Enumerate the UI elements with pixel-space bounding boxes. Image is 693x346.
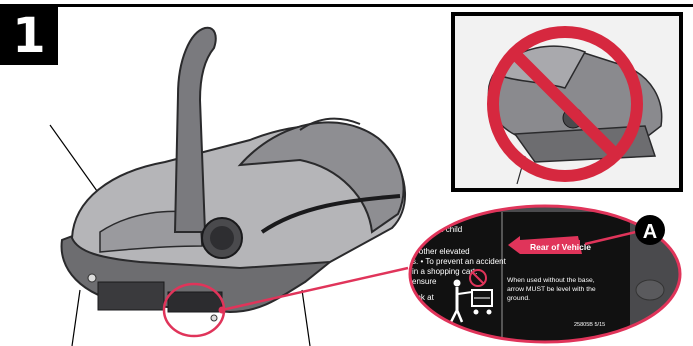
warning-line-2: arrow MUST be level with the — [507, 286, 596, 293]
warning-line-3: ground. — [507, 295, 530, 302]
callout-a-letter: A — [643, 221, 657, 243]
rear-of-vehicle-label: Rear of Vehicle — [530, 242, 591, 252]
base-label-plate — [98, 282, 164, 310]
label-left-text-2: r other elevated — [414, 247, 470, 256]
label-left-text-7: ement. — [416, 317, 440, 326]
incorrect-usage-inset — [451, 12, 683, 192]
label-left-text-3: s. • To prevent an accident — [412, 257, 507, 266]
seat-leg-left — [72, 290, 80, 346]
handle-pointer-line — [50, 125, 102, 198]
base-label-small — [168, 292, 222, 312]
label-left-text-4: in a shopping cart. — [412, 267, 477, 276]
car-seat — [62, 28, 405, 321]
label-left-text-5: ensure — [412, 277, 437, 286]
warning-line-1: When used without the base, — [507, 277, 595, 284]
seat-leg-right — [302, 290, 310, 346]
part-code: 25805B 5/15 — [574, 322, 605, 328]
